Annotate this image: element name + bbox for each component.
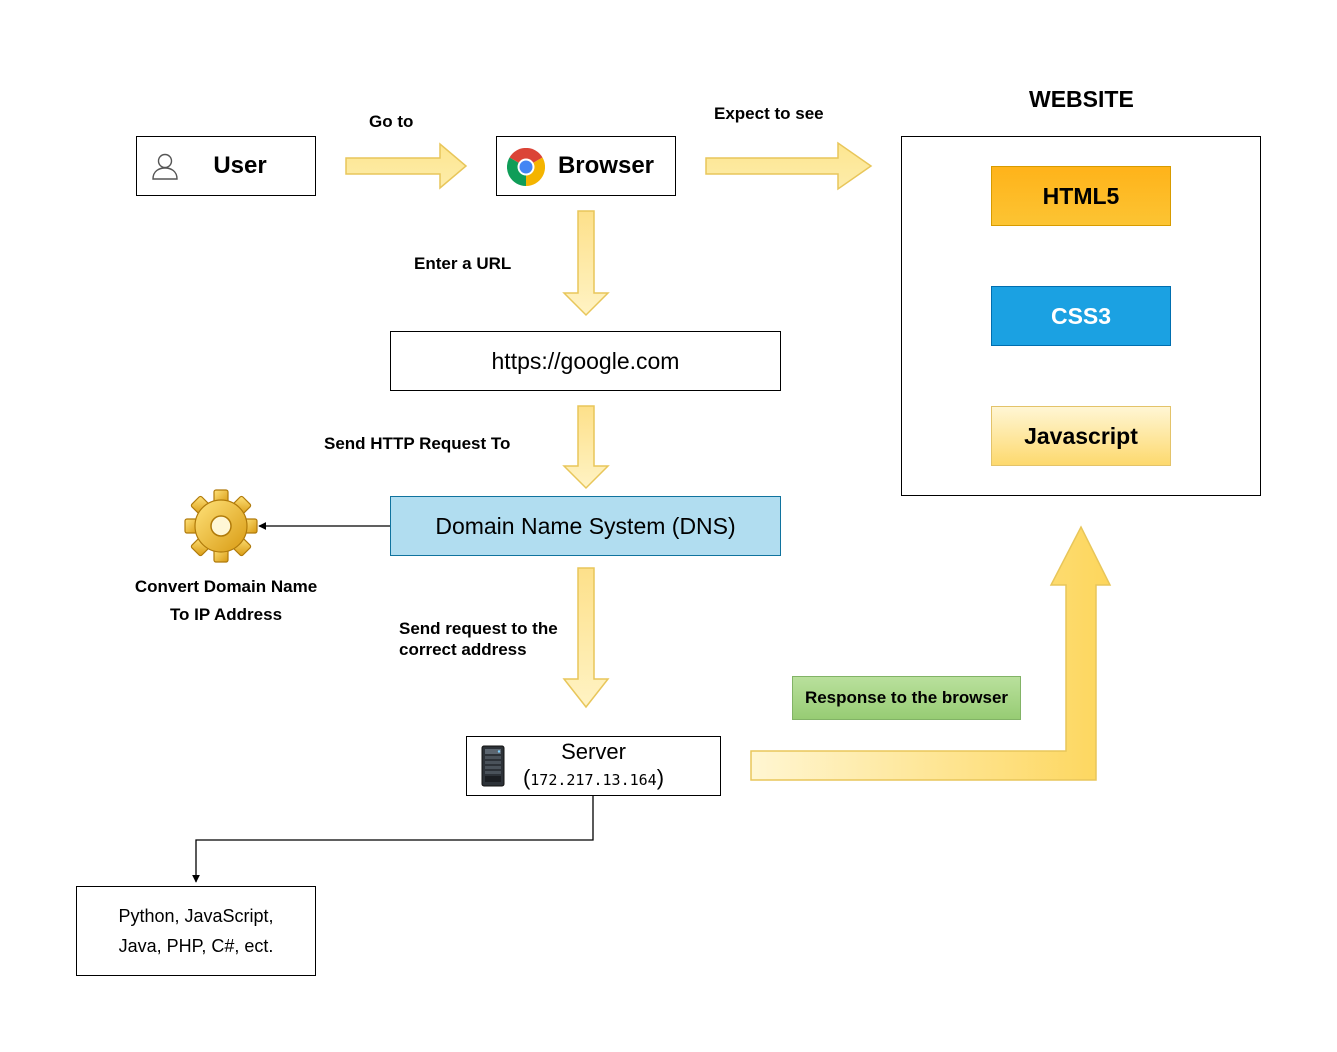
user-icon xyxy=(152,153,178,180)
javascript-block: Javascript xyxy=(991,406,1171,466)
languages-line-2: Java, PHP, C#, ect. xyxy=(118,936,274,956)
user-node: User xyxy=(136,136,316,196)
label-expect-to-see: Expect to see xyxy=(714,104,824,123)
arrow-dns-to-server xyxy=(562,567,610,709)
website-title: WEBSITE xyxy=(1029,86,1134,112)
label-send-request: Send request to the correct address xyxy=(399,618,558,660)
user-label: User xyxy=(213,152,267,179)
label-convert-domain: Convert Domain Name To IP Address xyxy=(116,573,336,629)
label-convert-line-2: To IP Address xyxy=(169,605,283,624)
server-rack-icon xyxy=(481,745,505,787)
html5-label: HTML5 xyxy=(1042,182,1120,209)
label-send-request-line-2: correct address xyxy=(399,640,527,659)
label-send-request-line-1: Send request to the xyxy=(399,619,558,638)
label-convert-line-1: Convert Domain Name xyxy=(134,577,318,596)
label-enter-url: Enter a URL xyxy=(414,254,512,273)
browser-node: Browser xyxy=(496,136,676,196)
connector-server-to-languages xyxy=(192,796,594,883)
arrow-browser-to-website xyxy=(705,141,873,191)
server-title: Server xyxy=(561,739,626,764)
languages-line-1: Python, JavaScript, xyxy=(118,906,274,926)
response-label: Response to the browser xyxy=(804,688,1009,707)
dns-label: Domain Name System (DNS) xyxy=(435,512,736,539)
html5-block: HTML5 xyxy=(991,166,1171,226)
arrow-browser-to-url xyxy=(562,210,610,317)
url-node: https://google.com xyxy=(390,331,781,391)
arrow-server-to-website xyxy=(750,525,1112,781)
browser-label: Browser xyxy=(557,152,655,179)
dns-node: Domain Name System (DNS) xyxy=(390,496,781,556)
arrow-url-to-dns xyxy=(562,405,610,490)
response-badge: Response to the browser xyxy=(792,676,1021,720)
gear-icon xyxy=(184,489,258,563)
label-go-to: Go to xyxy=(369,112,414,131)
css3-block: CSS3 xyxy=(991,286,1171,346)
label-send-http: Send HTTP Request To xyxy=(324,434,511,453)
javascript-label: Javascript xyxy=(1024,422,1138,449)
arrow-user-to-browser xyxy=(345,142,468,190)
css3-label: CSS3 xyxy=(1050,302,1112,329)
server-ip: 172.217.13.164 xyxy=(530,771,657,789)
server-ip-wrapper: (172.217.13.164) xyxy=(522,765,665,790)
server-node: Server (172.217.13.164) xyxy=(466,736,721,796)
url-label: https://google.com xyxy=(491,347,680,374)
chrome-icon xyxy=(507,148,545,186)
languages-node: Python, JavaScript, Java, PHP, C#, ect. xyxy=(76,886,316,976)
